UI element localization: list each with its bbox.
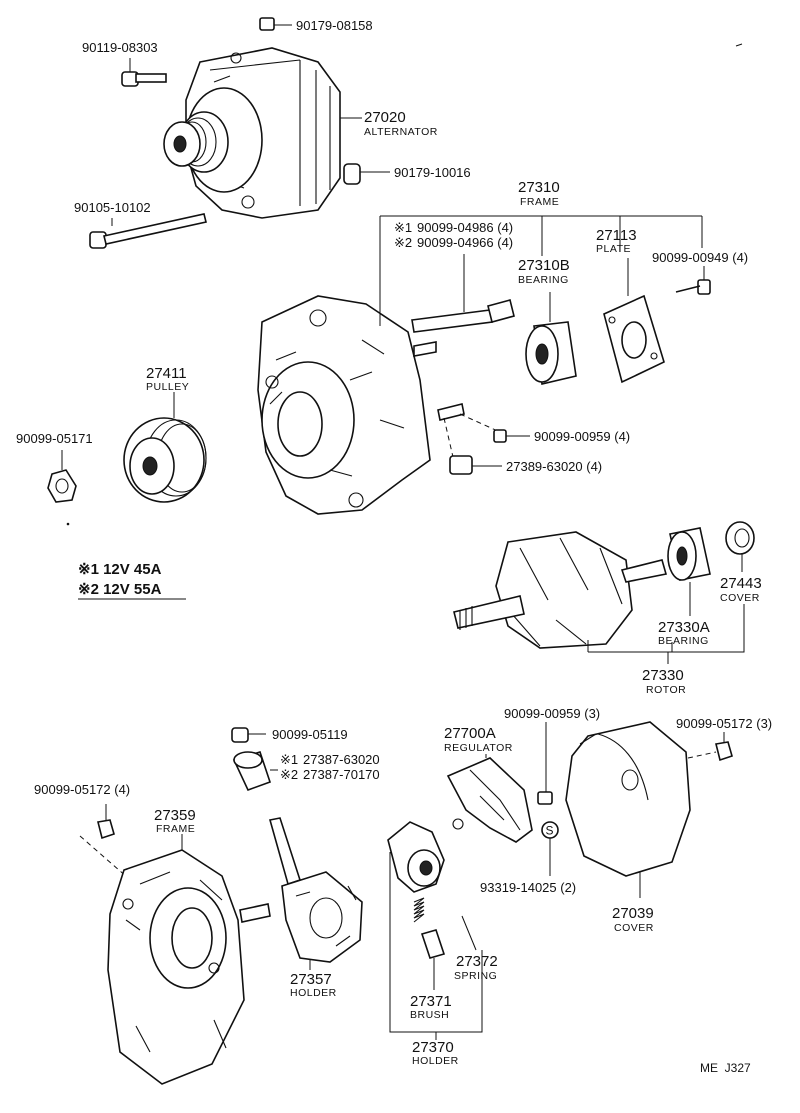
bolt-90105-10102-drawing: [89, 213, 207, 249]
label-90099-05171: 90099-05171: [16, 431, 93, 446]
frame-27310-drawing: [257, 295, 465, 515]
variant-mark-2-terminal: ※2: [280, 767, 298, 782]
label-27357: 27357: [290, 971, 332, 988]
label-holder-27357: HOLDER: [290, 987, 337, 999]
terminal-insulator-drawing: [232, 751, 278, 792]
label-90099-00959-a: 90099-00959 (4): [534, 429, 630, 444]
label-27113: 27113: [596, 227, 637, 244]
label-90099-05172-left: 90099-05172 (4): [34, 782, 130, 797]
label-27310b: 27310B: [518, 257, 570, 274]
nut-90099-05171-drawing: [47, 450, 77, 503]
label-27020: 27020: [364, 109, 406, 126]
nut-90179-08158-drawing: [259, 17, 292, 31]
callout-labels: 90179-08158 90119-08303 27020 ALTERNATOR…: [16, 18, 772, 1075]
label-holder-27370: HOLDER: [412, 1055, 459, 1067]
figure-code: ME J327: [700, 1061, 751, 1075]
label-90099-04986: 90099-04986 (4): [417, 220, 513, 235]
label-27389-63020: 27389-63020 (4): [506, 459, 602, 474]
label-90105-10102: 90105-10102: [74, 200, 151, 215]
label-27359: 27359: [154, 807, 196, 824]
washer-93319-14025-drawing: S: [541, 821, 559, 876]
label-90179-10016: 90179-10016: [394, 165, 471, 180]
label-27039: 27039: [612, 905, 654, 922]
label-plate: PLATE: [596, 243, 631, 255]
label-brush: BRUSH: [410, 1009, 449, 1021]
label-spring: SPRING: [454, 970, 497, 982]
label-alternator: ALTERNATOR: [364, 126, 438, 138]
label-27700a: 27700A: [444, 725, 496, 742]
variant-mark-2-stud: ※2: [394, 235, 412, 250]
variant-mark-1-stud: ※1: [394, 220, 412, 235]
label-90179-08158: 90179-08158: [296, 18, 373, 33]
label-bearing-27330a: BEARING: [658, 635, 709, 647]
label-27371: 27371: [410, 993, 452, 1010]
label-90099-00949: 90099-00949 (4): [652, 250, 748, 265]
regulator-27700a-drawing: [446, 754, 533, 843]
label-pulley: PULLEY: [146, 381, 189, 393]
label-cover-27039: COVER: [614, 922, 654, 934]
washer-symbol: S: [546, 824, 554, 838]
label-27370: 27370: [412, 1039, 454, 1056]
rotor-27330-drawing: [453, 531, 668, 649]
label-27443: 27443: [720, 575, 762, 592]
nut-90099-05172-left-drawing: [97, 804, 115, 840]
label-90099-05119: 90099-05119: [272, 727, 348, 742]
bearing-27310b-drawing: [525, 292, 577, 385]
label-27330a: 27330A: [658, 619, 710, 636]
label-90099-00959-b: 90099-00959 (3): [504, 706, 600, 721]
plate-27113-drawing: [603, 258, 665, 384]
nut-90099-05172-right-drawing: [715, 732, 733, 762]
label-27372: 27372: [456, 953, 498, 970]
scan-specks: [66, 43, 743, 526]
label-93319-14025: 93319-14025 (2): [480, 880, 576, 895]
label-frame-27310: FRAME: [520, 196, 559, 208]
nut-90179-10016-drawing: [343, 163, 390, 185]
brush-holder-27370-drawing: [387, 821, 445, 893]
label-90099-04966: 90099-04966 (4): [417, 235, 513, 250]
label-27330: 27330: [642, 667, 684, 684]
brush-27371-drawing: [420, 929, 446, 990]
frame-27359-drawing: [107, 834, 271, 1085]
legend-item-2: ※2 12V 55A: [78, 581, 162, 598]
nut-90099-05119-drawing: [231, 727, 266, 743]
screw-90099-00959-lower-drawing: [537, 722, 553, 805]
screw-90099-00949-drawing: [675, 266, 711, 295]
insulator-27389-drawing: [449, 455, 502, 475]
label-27411: 27411: [146, 365, 187, 382]
label-frame-27359: FRAME: [156, 823, 195, 835]
label-90099-05172-right: 90099-05172 (3): [676, 716, 772, 731]
label-rotor: ROTOR: [646, 684, 686, 696]
label-27310: 27310: [518, 179, 560, 196]
label-regulator: REGULATOR: [444, 742, 513, 754]
alternator-assembly-drawing: [163, 47, 341, 219]
label-27387-70170: 27387-70170: [303, 767, 380, 782]
bearing-27330a-drawing: [667, 527, 711, 616]
variant-mark-1-terminal: ※1: [280, 752, 298, 767]
label-cover-27443: COVER: [720, 592, 760, 604]
cover-27443-drawing: [725, 521, 755, 572]
screw-90099-00959-drawing: [493, 429, 530, 443]
bolt-90119-08303-drawing: [121, 58, 167, 87]
stud-bolt-drawing: [411, 254, 515, 333]
holder-27357-drawing: [268, 817, 363, 970]
pulley-27411-drawing: [123, 392, 207, 503]
label-bearing-27310b: BEARING: [518, 274, 569, 286]
label-27387-63020: 27387-63020: [303, 752, 380, 767]
label-90119-08303: 90119-08303: [82, 40, 158, 55]
spring-27372-drawing: [413, 897, 425, 923]
legend-item-1: ※1 12V 45A: [78, 561, 162, 578]
cover-27039-drawing: [565, 721, 691, 898]
